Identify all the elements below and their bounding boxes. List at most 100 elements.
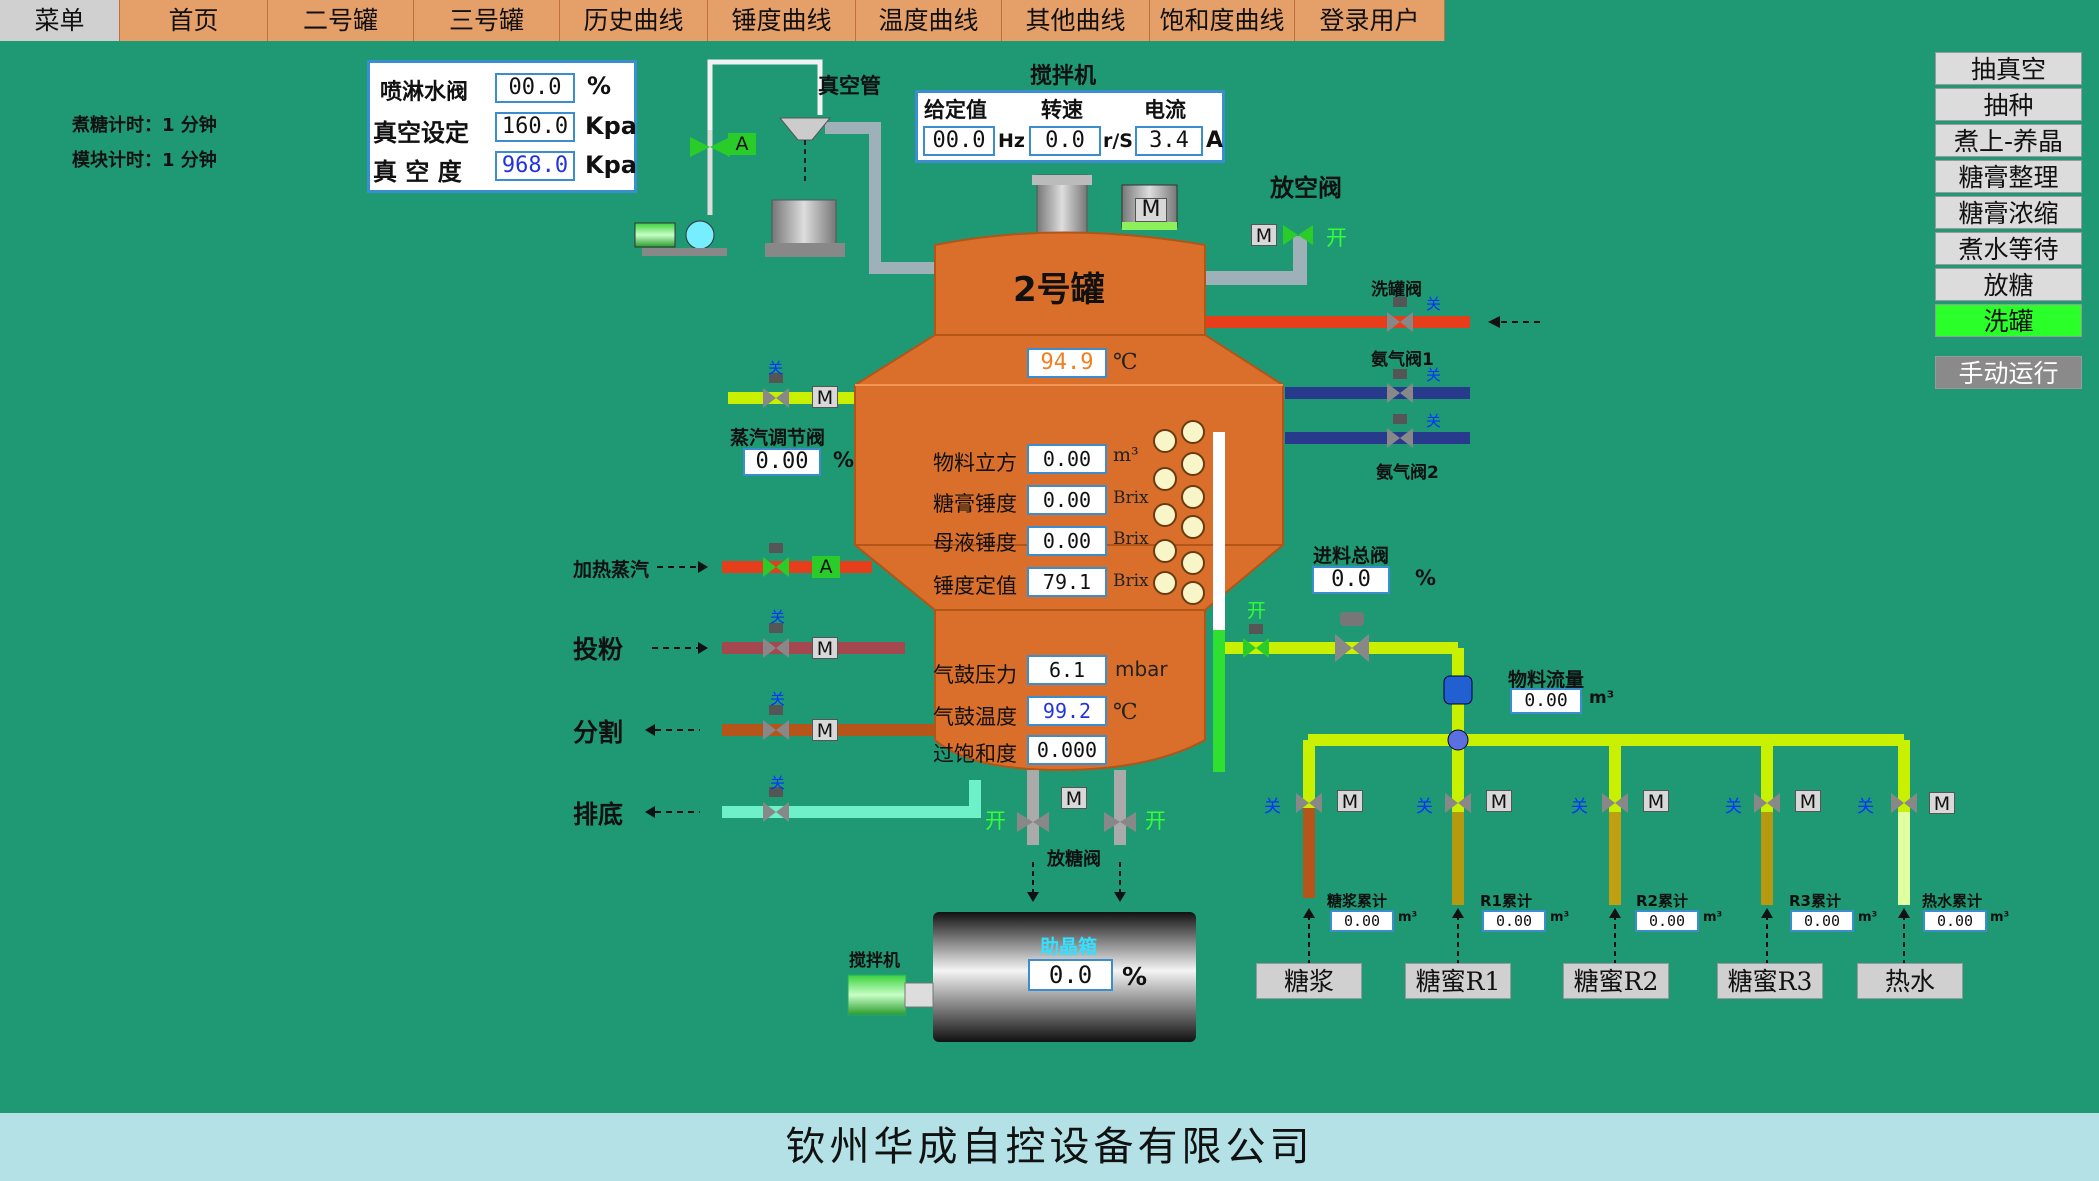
crystallizer-unit: %	[1122, 962, 1148, 991]
menu-item-login-user[interactable]: 登录用户	[1295, 0, 1445, 41]
menu-item-other-curve[interactable]: 其他曲线	[1002, 0, 1150, 41]
mixer-speed-label: 转速	[1041, 98, 1083, 122]
hotwater-acc-value: 0.00	[1923, 910, 1987, 932]
drum-temperature-label: 气鼓温度	[933, 705, 1017, 729]
crystallizer-value: 0.0	[1028, 959, 1113, 991]
menu-item-history-curve[interactable]: 历史曲线	[560, 0, 708, 41]
spray-valve-unit: %	[587, 72, 612, 100]
level-bar-fill	[1213, 630, 1225, 772]
hotwater-acc-unit: m³	[1990, 910, 2010, 925]
material-flow-label: 物料流量	[1508, 669, 1585, 691]
r3-acc-label: R3累计	[1789, 892, 1841, 910]
drain-pipe	[722, 780, 981, 818]
drain-valve-closed: 关	[770, 774, 786, 792]
ammonia-valve-1-closed: 关	[1426, 366, 1442, 384]
split-valve-closed: 关	[770, 690, 786, 708]
step-button-boil-grow[interactable]: 煮上-养晶	[1935, 124, 2082, 157]
feed-main-valve-value[interactable]: 0.0	[1312, 566, 1390, 594]
step-button-vacuum[interactable]: 抽真空	[1935, 52, 2082, 85]
crystallizer-motor	[847, 974, 907, 1016]
r2-acc-unit: m³	[1703, 910, 1723, 925]
feed-hotwater-valve-mode[interactable]: M	[1929, 792, 1955, 815]
vacuum-setpoint-value[interactable]: 160.0	[495, 112, 575, 142]
vacuum-degree-value: 968.0	[495, 151, 575, 181]
step-button-massecuite-tidy[interactable]: 糖膏整理	[1935, 160, 2082, 193]
boil-timer: 煮糖计时：1 分钟	[72, 115, 217, 136]
feed-r3-valve-mode[interactable]: M	[1795, 790, 1821, 813]
menu-item-tank3[interactable]: 三号罐	[414, 0, 560, 41]
discharge-valve-mode[interactable]: M	[1061, 787, 1087, 810]
step-button-wash-active[interactable]: 洗罐	[1935, 304, 2082, 337]
material-flow-unit: m³	[1589, 688, 1615, 708]
step-button-concentrate[interactable]: 糖膏浓缩	[1935, 196, 2082, 229]
sight-glass-lamps	[1153, 420, 1205, 605]
source-molasses-r3[interactable]: 糖蜜R3	[1717, 963, 1823, 999]
step-button-discharge[interactable]: 放糖	[1935, 268, 2082, 301]
flow-meter	[1443, 675, 1473, 705]
pump-motor	[634, 222, 676, 248]
massecuite-brix-unit: Brix	[1113, 488, 1149, 508]
source-molasses-r2[interactable]: 糖蜜R2	[1563, 963, 1669, 999]
valve-symbols	[690, 137, 1917, 832]
source-syrup[interactable]: 糖浆	[1256, 963, 1362, 999]
step-button-seed[interactable]: 抽种	[1935, 88, 2082, 121]
menu-item-menu[interactable]: 菜单	[0, 0, 120, 41]
manual-run-button[interactable]: 手动运行	[1935, 356, 2082, 389]
steam-regulating-valve-value[interactable]: 0.00	[743, 448, 821, 476]
mixer-given-label: 给定值	[924, 98, 987, 122]
mother-liquor-brix-label: 母液锤度	[933, 531, 1017, 555]
feed-r2-valve-mode[interactable]: M	[1643, 790, 1669, 813]
r2-acc-label: R2累计	[1636, 892, 1688, 910]
level-outlet-valve-state: 开	[1247, 600, 1267, 622]
heating-steam-label: 加热蒸汽	[573, 559, 650, 581]
spray-valve-value[interactable]: 00.0	[495, 73, 575, 103]
vacuum-degree-unit: Kpa	[585, 151, 637, 179]
r2-acc-value: 0.00	[1635, 910, 1699, 932]
mixer-current-value: 3.4	[1135, 126, 1203, 156]
mixer-given-unit: Hz	[998, 130, 1025, 152]
brix-setpoint-label: 锤度定值	[933, 574, 1017, 598]
mixer-title: 搅拌机	[1030, 64, 1097, 89]
ammonia-valve-2-closed: 关	[1426, 412, 1442, 430]
feed-r1-valve-mode[interactable]: M	[1486, 790, 1512, 813]
tank-name: 2号罐	[1013, 270, 1105, 310]
menu-item-saturation-curve[interactable]: 饱和度曲线	[1150, 0, 1295, 41]
steam-regulating-valve-unit: %	[833, 448, 855, 472]
steam-valve-mode[interactable]: M	[812, 386, 838, 409]
vacuum-water-pipe	[707, 59, 823, 130]
module-timer: 模块计时：1 分钟	[72, 150, 217, 171]
mixer-speed-value: 0.0	[1029, 126, 1101, 156]
powder-valve-mode[interactable]: M	[812, 637, 838, 660]
tank-temperature-unit: ℃	[1113, 350, 1138, 375]
feed-syrup-valve-mode[interactable]: M	[1337, 790, 1363, 813]
feed-hotwater-valve-closed: 关	[1857, 797, 1874, 817]
condenser-tank	[771, 199, 837, 246]
mixer-given-value[interactable]: 00.0	[923, 126, 995, 156]
drum-temperature-unit: ℃	[1113, 700, 1138, 725]
massecuite-brix-value: 0.00	[1027, 485, 1107, 515]
steam-valve-closed: 关	[768, 359, 784, 377]
vacuum-setpoint-unit: Kpa	[585, 112, 637, 140]
brix-setpoint-unit: Brix	[1113, 571, 1149, 591]
split-valve-mode[interactable]: M	[812, 719, 838, 742]
material-volume-value: 0.00	[1027, 444, 1107, 474]
menu-item-temp-curve[interactable]: 温度曲线	[856, 0, 1002, 41]
menu-item-tank2[interactable]: 二号罐	[268, 0, 414, 41]
r3-acc-value: 0.00	[1790, 910, 1854, 932]
r3-acc-unit: m³	[1858, 910, 1878, 925]
material-flow-value: 0.00	[1510, 688, 1582, 714]
vent-valve-mode[interactable]: M	[1251, 224, 1277, 247]
vent-valve-state: 开	[1326, 226, 1347, 250]
step-button-water-wait[interactable]: 煮水等待	[1935, 232, 2082, 265]
steam-regulating-valve-label: 蒸汽调节阀	[730, 427, 826, 449]
menu-item-home[interactable]: 首页	[120, 0, 268, 41]
r1-acc-label: R1累计	[1480, 892, 1532, 910]
source-hot-water[interactable]: 热水	[1857, 963, 1963, 999]
brix-setpoint-value[interactable]: 79.1	[1027, 567, 1107, 597]
supersaturation-label: 过饱和度	[933, 742, 1017, 766]
menu-item-brix-curve[interactable]: 锤度曲线	[708, 0, 856, 41]
ammonia-valve-2-label: 氨气阀2	[1376, 463, 1439, 483]
feed-main-valve-unit: %	[1415, 566, 1437, 590]
funnel	[778, 117, 832, 141]
source-molasses-r1[interactable]: 糖蜜R1	[1405, 963, 1511, 999]
